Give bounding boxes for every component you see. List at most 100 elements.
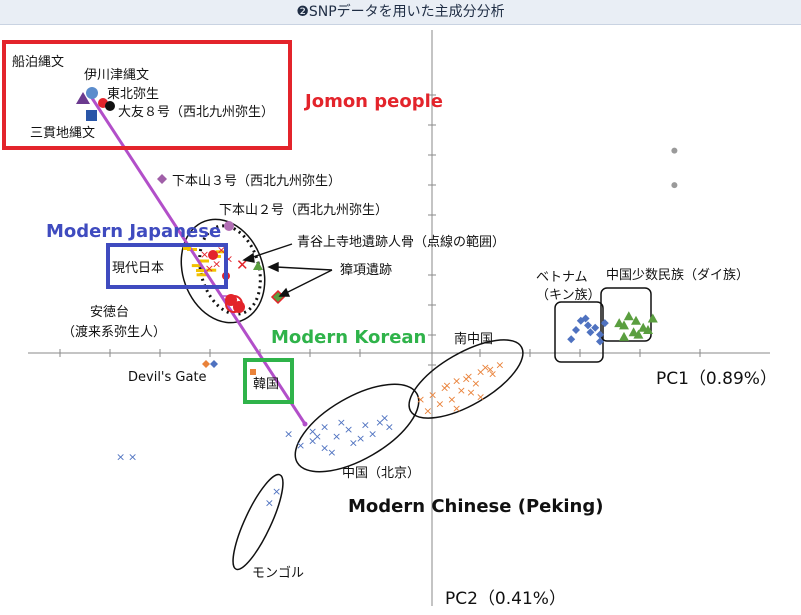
series-3-point-7 xyxy=(647,313,658,323)
kankoku-point xyxy=(250,369,256,375)
series-1-point-15: × xyxy=(462,372,471,385)
series-0-point-3: × xyxy=(332,430,341,443)
shimomotoyama2-point xyxy=(224,221,234,231)
china-peking-ellipse xyxy=(294,383,420,473)
series-0-point-14: × xyxy=(313,430,322,443)
series-4-point-6 xyxy=(196,273,207,277)
aoya-arrow-head xyxy=(242,252,255,263)
aoya-yellow-marker-2 xyxy=(196,269,204,272)
series-2-point-4 xyxy=(591,323,600,332)
series-0-point-16: × xyxy=(375,416,384,429)
dai-ellipse xyxy=(600,287,652,342)
series-1-point-4: × xyxy=(464,370,473,383)
label-aoya: 青谷上寺地遺跡人骨（点線の範囲） xyxy=(297,234,505,250)
annotation-arrows xyxy=(242,243,333,297)
series-0-point-10: × xyxy=(308,425,317,438)
chinese-heading: Modern Chinese (Peking) xyxy=(348,496,603,517)
series-1-point-9: × xyxy=(435,398,444,411)
series-1-point-8: × xyxy=(471,377,480,390)
aoya-red-point-1 xyxy=(208,250,218,260)
zhangxiang-arrow-2-head xyxy=(278,287,291,297)
label-kankoku: 韓国 xyxy=(253,377,279,392)
series-1-point-5: × xyxy=(476,365,485,378)
devils-gate-point-1 xyxy=(202,360,210,368)
shimomotoyama3-point xyxy=(157,174,167,184)
jomon-heading: Jomon people xyxy=(303,91,443,112)
series-2-point-5 xyxy=(567,335,576,344)
zhangxiang-arrow-head xyxy=(267,261,279,273)
zhangxiang-arrow-2 xyxy=(285,269,333,294)
series-0-point-7: × xyxy=(320,441,329,454)
series-4-point-5 xyxy=(215,250,226,254)
mongol-ellipse xyxy=(232,473,284,571)
series-2-point-9 xyxy=(596,337,604,346)
label-vietnam-2: （キン族） xyxy=(536,287,601,303)
aoya-arrow xyxy=(249,243,293,259)
south-china-ellipse xyxy=(408,339,524,419)
series-5-point-1: × xyxy=(212,257,221,270)
series-0-point-17: × xyxy=(385,421,394,434)
x-axis-label: PC1（0.89%） xyxy=(656,369,777,389)
series-5-point-0: × xyxy=(200,248,209,261)
chart-title: ❷SNPデータを用いた主成分分析 xyxy=(0,0,801,25)
series-7-point-0 xyxy=(671,147,678,154)
series-0-point-15: × xyxy=(380,411,389,424)
y-axis-label: PC2（0.41%） xyxy=(445,589,566,609)
series-0-point-1: × xyxy=(308,434,317,447)
label-tohoku-yayoi: 東北弥生 xyxy=(107,86,159,102)
series-1-point-6: × xyxy=(457,384,466,397)
aoya-yellow-marker-1 xyxy=(183,247,191,250)
series-1-point-12: × xyxy=(466,386,475,399)
label-gendai-nihon: 現代日本 xyxy=(112,261,164,276)
label-ikawazu: 伊川津縄文 xyxy=(84,68,149,83)
series-3-point-8 xyxy=(628,327,639,337)
zhangxiang-triangle xyxy=(253,261,263,270)
jomon-box xyxy=(2,40,292,150)
series-1-point-17: × xyxy=(476,391,485,404)
series-0-point-4: × xyxy=(296,439,305,452)
label-otomo8: 大友８号（西北九州弥生） xyxy=(118,104,274,120)
label-antokudai-2: （渡来系弥生人） xyxy=(62,324,166,340)
gendai-nihon-box xyxy=(106,243,228,289)
series-2-point-6 xyxy=(600,319,609,328)
series-1-point-3: × xyxy=(452,375,461,388)
series-5-point-3: × xyxy=(205,262,214,275)
series-0-point-0: × xyxy=(284,428,293,441)
series-2-point-1 xyxy=(584,321,592,330)
series-1-point-13: × xyxy=(442,379,451,392)
series-1-point-1: × xyxy=(428,388,437,401)
series-3-point-1 xyxy=(631,315,641,325)
otomo8-point xyxy=(105,101,115,111)
series-1-point-19: × xyxy=(486,363,495,376)
series-3-point-2 xyxy=(643,325,653,334)
series-4-point-4 xyxy=(206,268,217,272)
series-2-point-0 xyxy=(572,326,580,334)
series-3-point-6 xyxy=(633,329,644,339)
series-1-point-11: × xyxy=(488,368,497,381)
series-2-point-2 xyxy=(596,330,604,339)
series-3-point-5 xyxy=(614,318,625,328)
series-3-point-0 xyxy=(619,320,629,330)
series-6-point-3: × xyxy=(265,497,274,510)
japanese-heading: Modern Japanese xyxy=(46,221,221,242)
korean-heading: Modern Korean xyxy=(271,327,426,348)
series-0-point-6: × xyxy=(356,432,365,445)
series-1-point-7: × xyxy=(447,393,456,406)
series-0-point-12: × xyxy=(327,446,336,459)
series-4-point-3 xyxy=(191,264,202,268)
sanganji-point xyxy=(86,110,97,121)
series-1-point-18: × xyxy=(423,405,432,418)
label-minami-chugoku: 南中国 xyxy=(454,331,493,347)
aoya-ring-point xyxy=(225,295,243,313)
series-1-point-14: × xyxy=(495,359,504,372)
series-3-point-3 xyxy=(623,311,634,321)
series-0-point-5: × xyxy=(344,423,353,436)
label-sanganji: 三貫地縄文 xyxy=(30,126,95,141)
series-3-point-4 xyxy=(638,322,649,332)
label-dai: 中国少数民族（ダイ族） xyxy=(606,267,749,283)
ikawazu-point xyxy=(86,87,98,99)
series-7-point-1 xyxy=(671,182,678,189)
label-chugoku-pekin: 中国（北京） xyxy=(342,466,420,481)
sample-point-clouds: ××××××××××××××××××××××××××××××××××××××××… xyxy=(116,147,678,510)
series-1-point-16: × xyxy=(452,402,461,415)
